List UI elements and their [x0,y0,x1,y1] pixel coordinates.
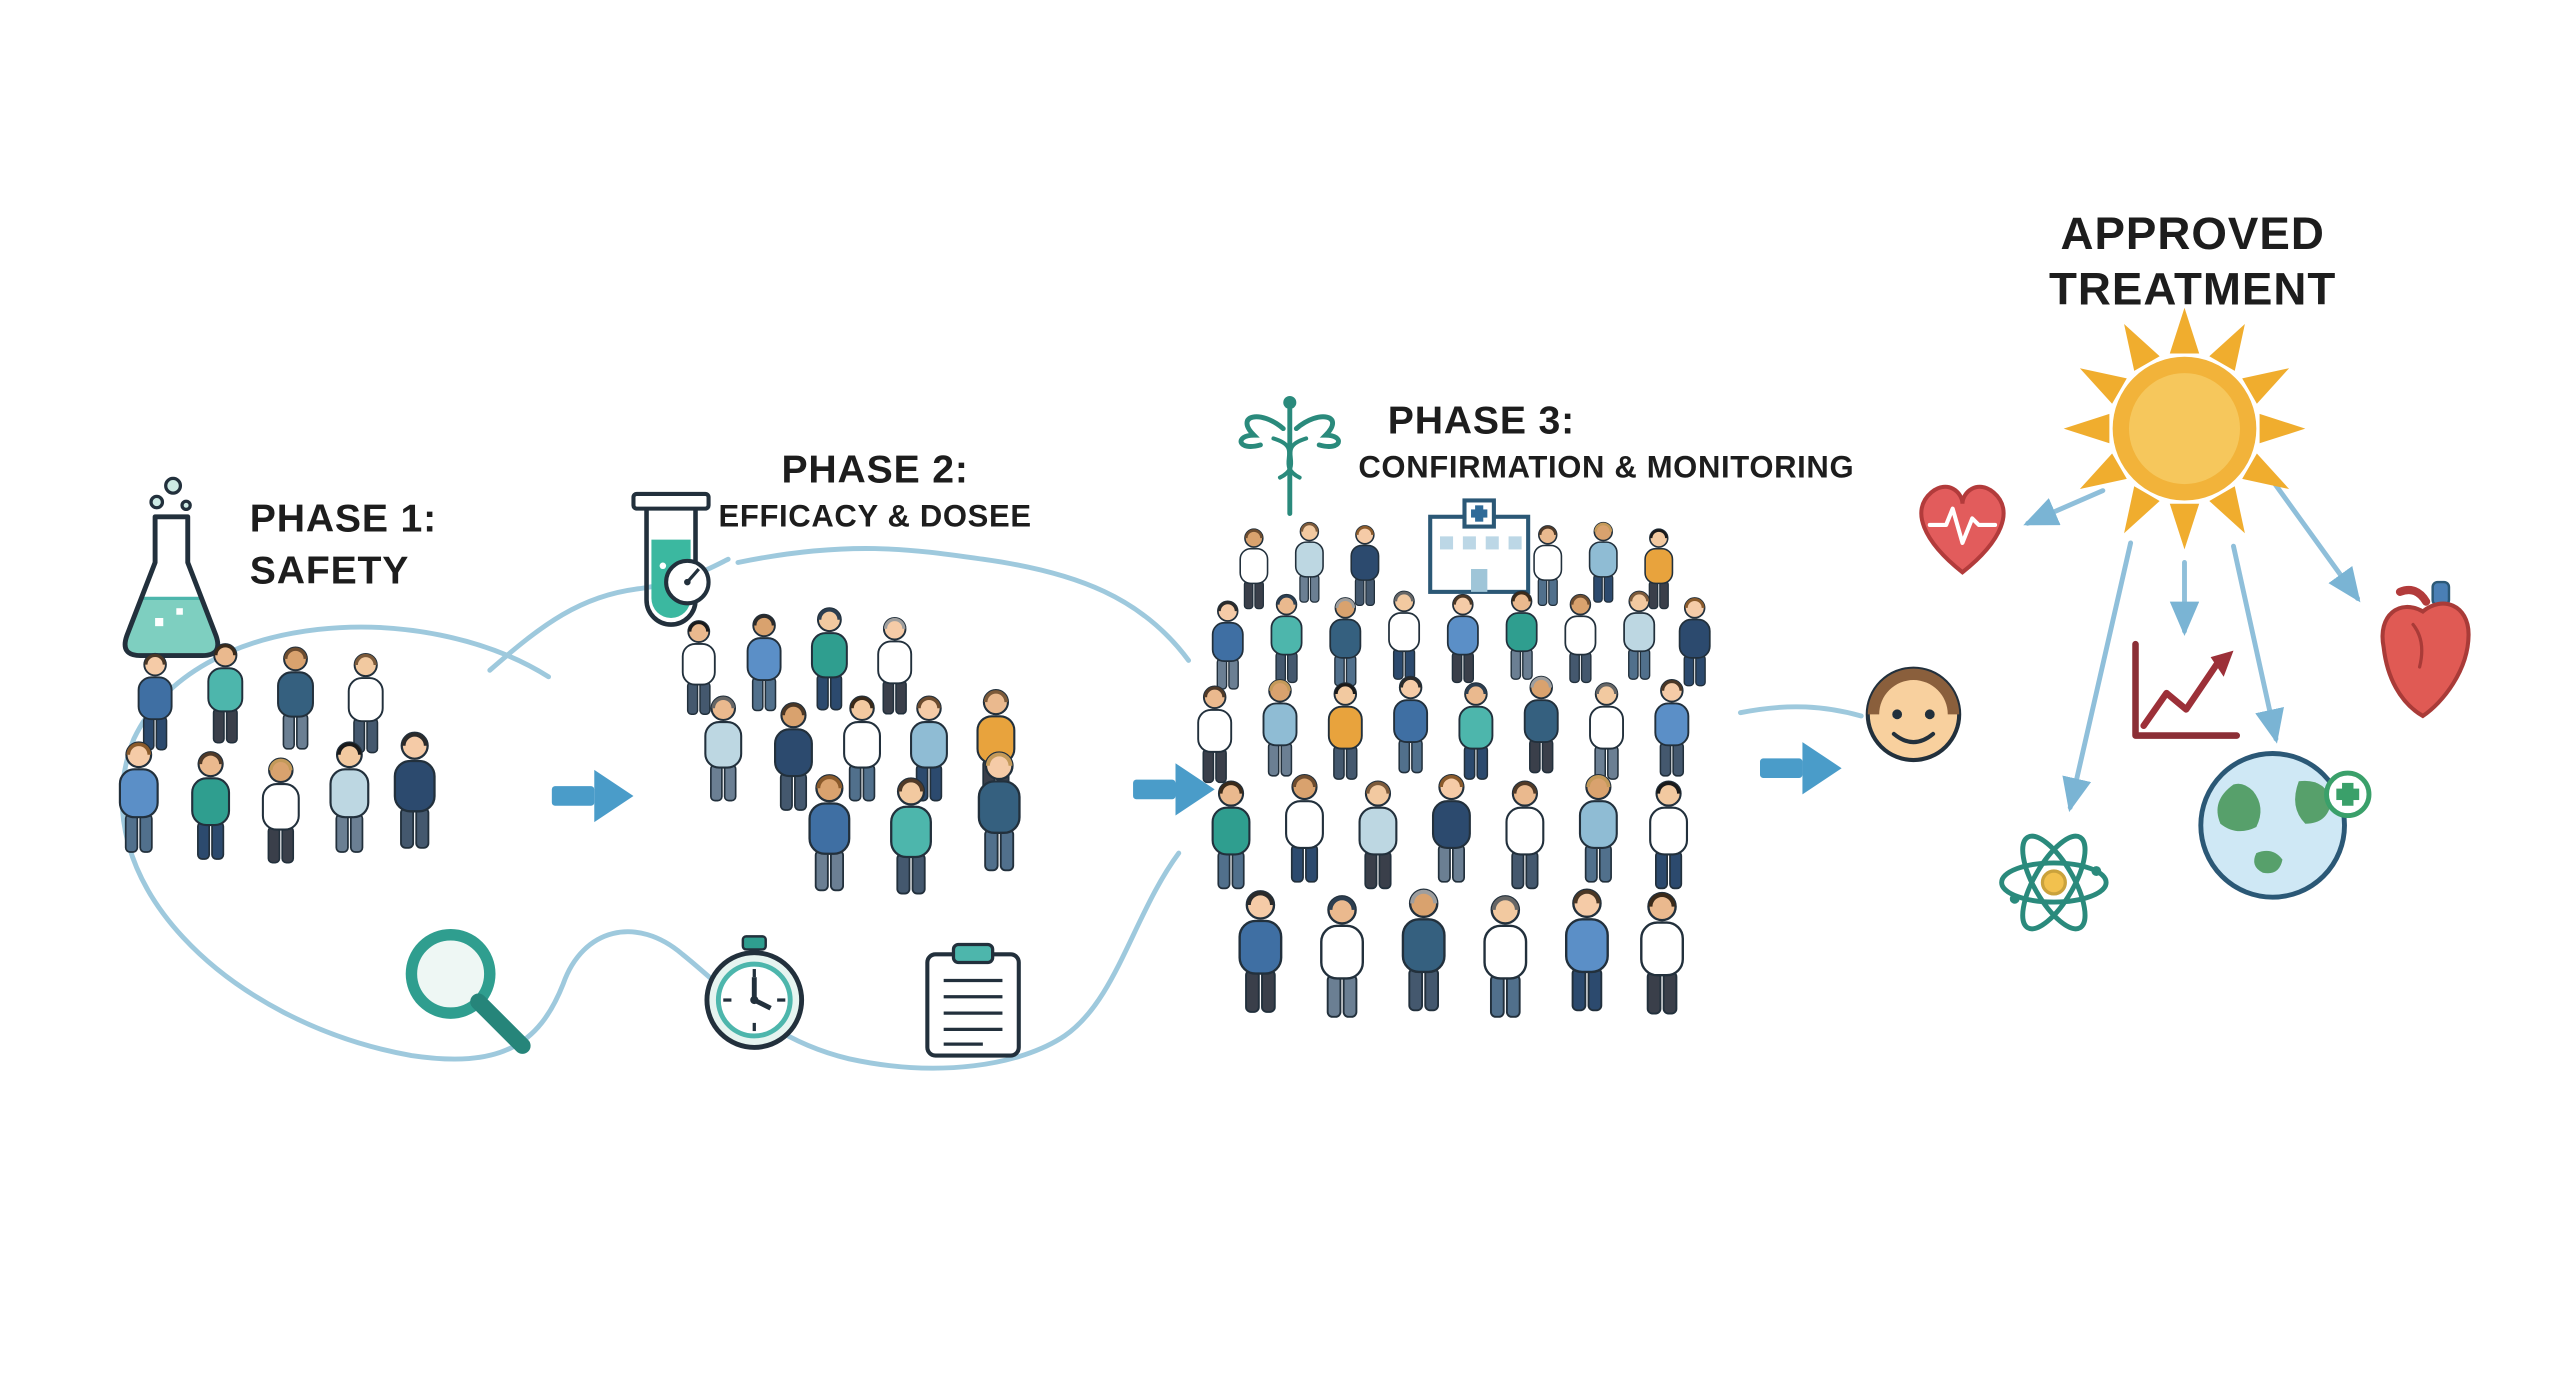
person-figure [1239,528,1269,610]
person-figure [1564,593,1597,684]
phase-arrows [551,742,1842,823]
arrow-to-heart-ecg [2023,488,2106,526]
person-figure [1458,682,1494,781]
person-figure [1564,888,1609,1012]
person-figure [1211,780,1251,890]
person-figure [1358,780,1398,890]
person-figure [1505,590,1538,681]
person-figure [1329,597,1362,687]
approved-treatment-title-line2: TREATMENT [2049,264,2336,315]
phase1-participants-group [118,643,436,864]
arrow-to-atom [2062,540,2134,813]
arrow-phase3-outcome-icon [1760,742,1842,795]
person-figure [1285,773,1324,883]
person-figure [1211,600,1244,690]
arrow-phase2-phase3-icon [1133,763,1215,816]
person-figure [1483,895,1528,1019]
person-figure [1401,888,1446,1012]
person-figure [1262,678,1298,777]
person-figure [1505,780,1545,890]
person-figure [1533,525,1563,607]
approved-treatment-title-line1: APPROVED [2060,208,2324,259]
person-figure [1446,593,1479,684]
person-figure [808,774,851,892]
trend-chart-icon [2132,640,2240,739]
phase1-subtitle: SAFETY [250,550,409,593]
person-figure [1578,773,1618,883]
person-figure [1588,521,1618,603]
arrow-to-anatomical-heart [2270,478,2361,603]
clipboard-icon [925,942,1021,1058]
person-figure [1294,521,1324,603]
person-figure [1589,682,1625,781]
person-figure [877,616,913,715]
phase3-participants-group [1197,521,1711,1019]
magnifying-glass-icon [405,929,531,1054]
phase2-participants-group [681,607,1021,895]
person-figure [681,620,716,716]
person-figure [704,695,743,802]
phase2-subtitle: EFFICACY & DOSEE [719,499,1032,534]
caduceus-icon [1238,395,1341,516]
anatomical-heart-icon [2380,580,2471,719]
sun-radiating-arrows [2023,478,2361,813]
person-figure [1523,675,1559,774]
phase1-title: PHASE 1: [250,497,437,540]
globe-medical-icon [2198,751,2372,900]
phase2-title: PHASE 2: [781,448,968,491]
flask-icon [122,476,221,658]
person-figure [1238,890,1283,1014]
person-figure [1388,590,1421,681]
person-figure [191,751,231,861]
test-tube-icon [631,491,711,627]
person-figure [1654,678,1690,777]
smiley-face-icon [1865,666,1962,763]
person-figure [1393,675,1429,774]
flow-line [1737,704,1864,719]
arrow-to-globe [2231,543,2284,744]
atom-icon [1999,833,2109,932]
flow-line [735,546,1192,663]
person-figure [329,741,370,854]
person-figure [1644,528,1674,610]
person-figure [843,695,882,802]
person-figure [1678,597,1711,687]
person-figure [773,702,813,812]
arrow-phase1-phase2-icon [551,769,634,823]
stopwatch-icon [704,935,805,1050]
person-figure [347,652,384,754]
person-figure [137,652,173,751]
phase3-title: PHASE 3: [1388,400,1575,443]
person-figure [1270,593,1303,684]
person-figure [393,731,436,850]
person-figure [1431,773,1471,883]
person-figure [1320,895,1365,1019]
person-figure [810,607,848,711]
person-figure [1649,780,1689,890]
person-figure [1197,685,1233,784]
phase3-subtitle: CONFIRMATION & MONITORING [1358,450,1854,485]
sun-icon [2063,307,2306,550]
person-figure [1350,525,1380,607]
person-figure [277,646,314,750]
person-figure [261,757,300,864]
hospital-icon [1428,498,1531,594]
person-figure [1640,891,1685,1015]
heart-ecg-icon [1919,484,2006,575]
person-figure [746,613,782,712]
person-figure [1327,682,1363,781]
